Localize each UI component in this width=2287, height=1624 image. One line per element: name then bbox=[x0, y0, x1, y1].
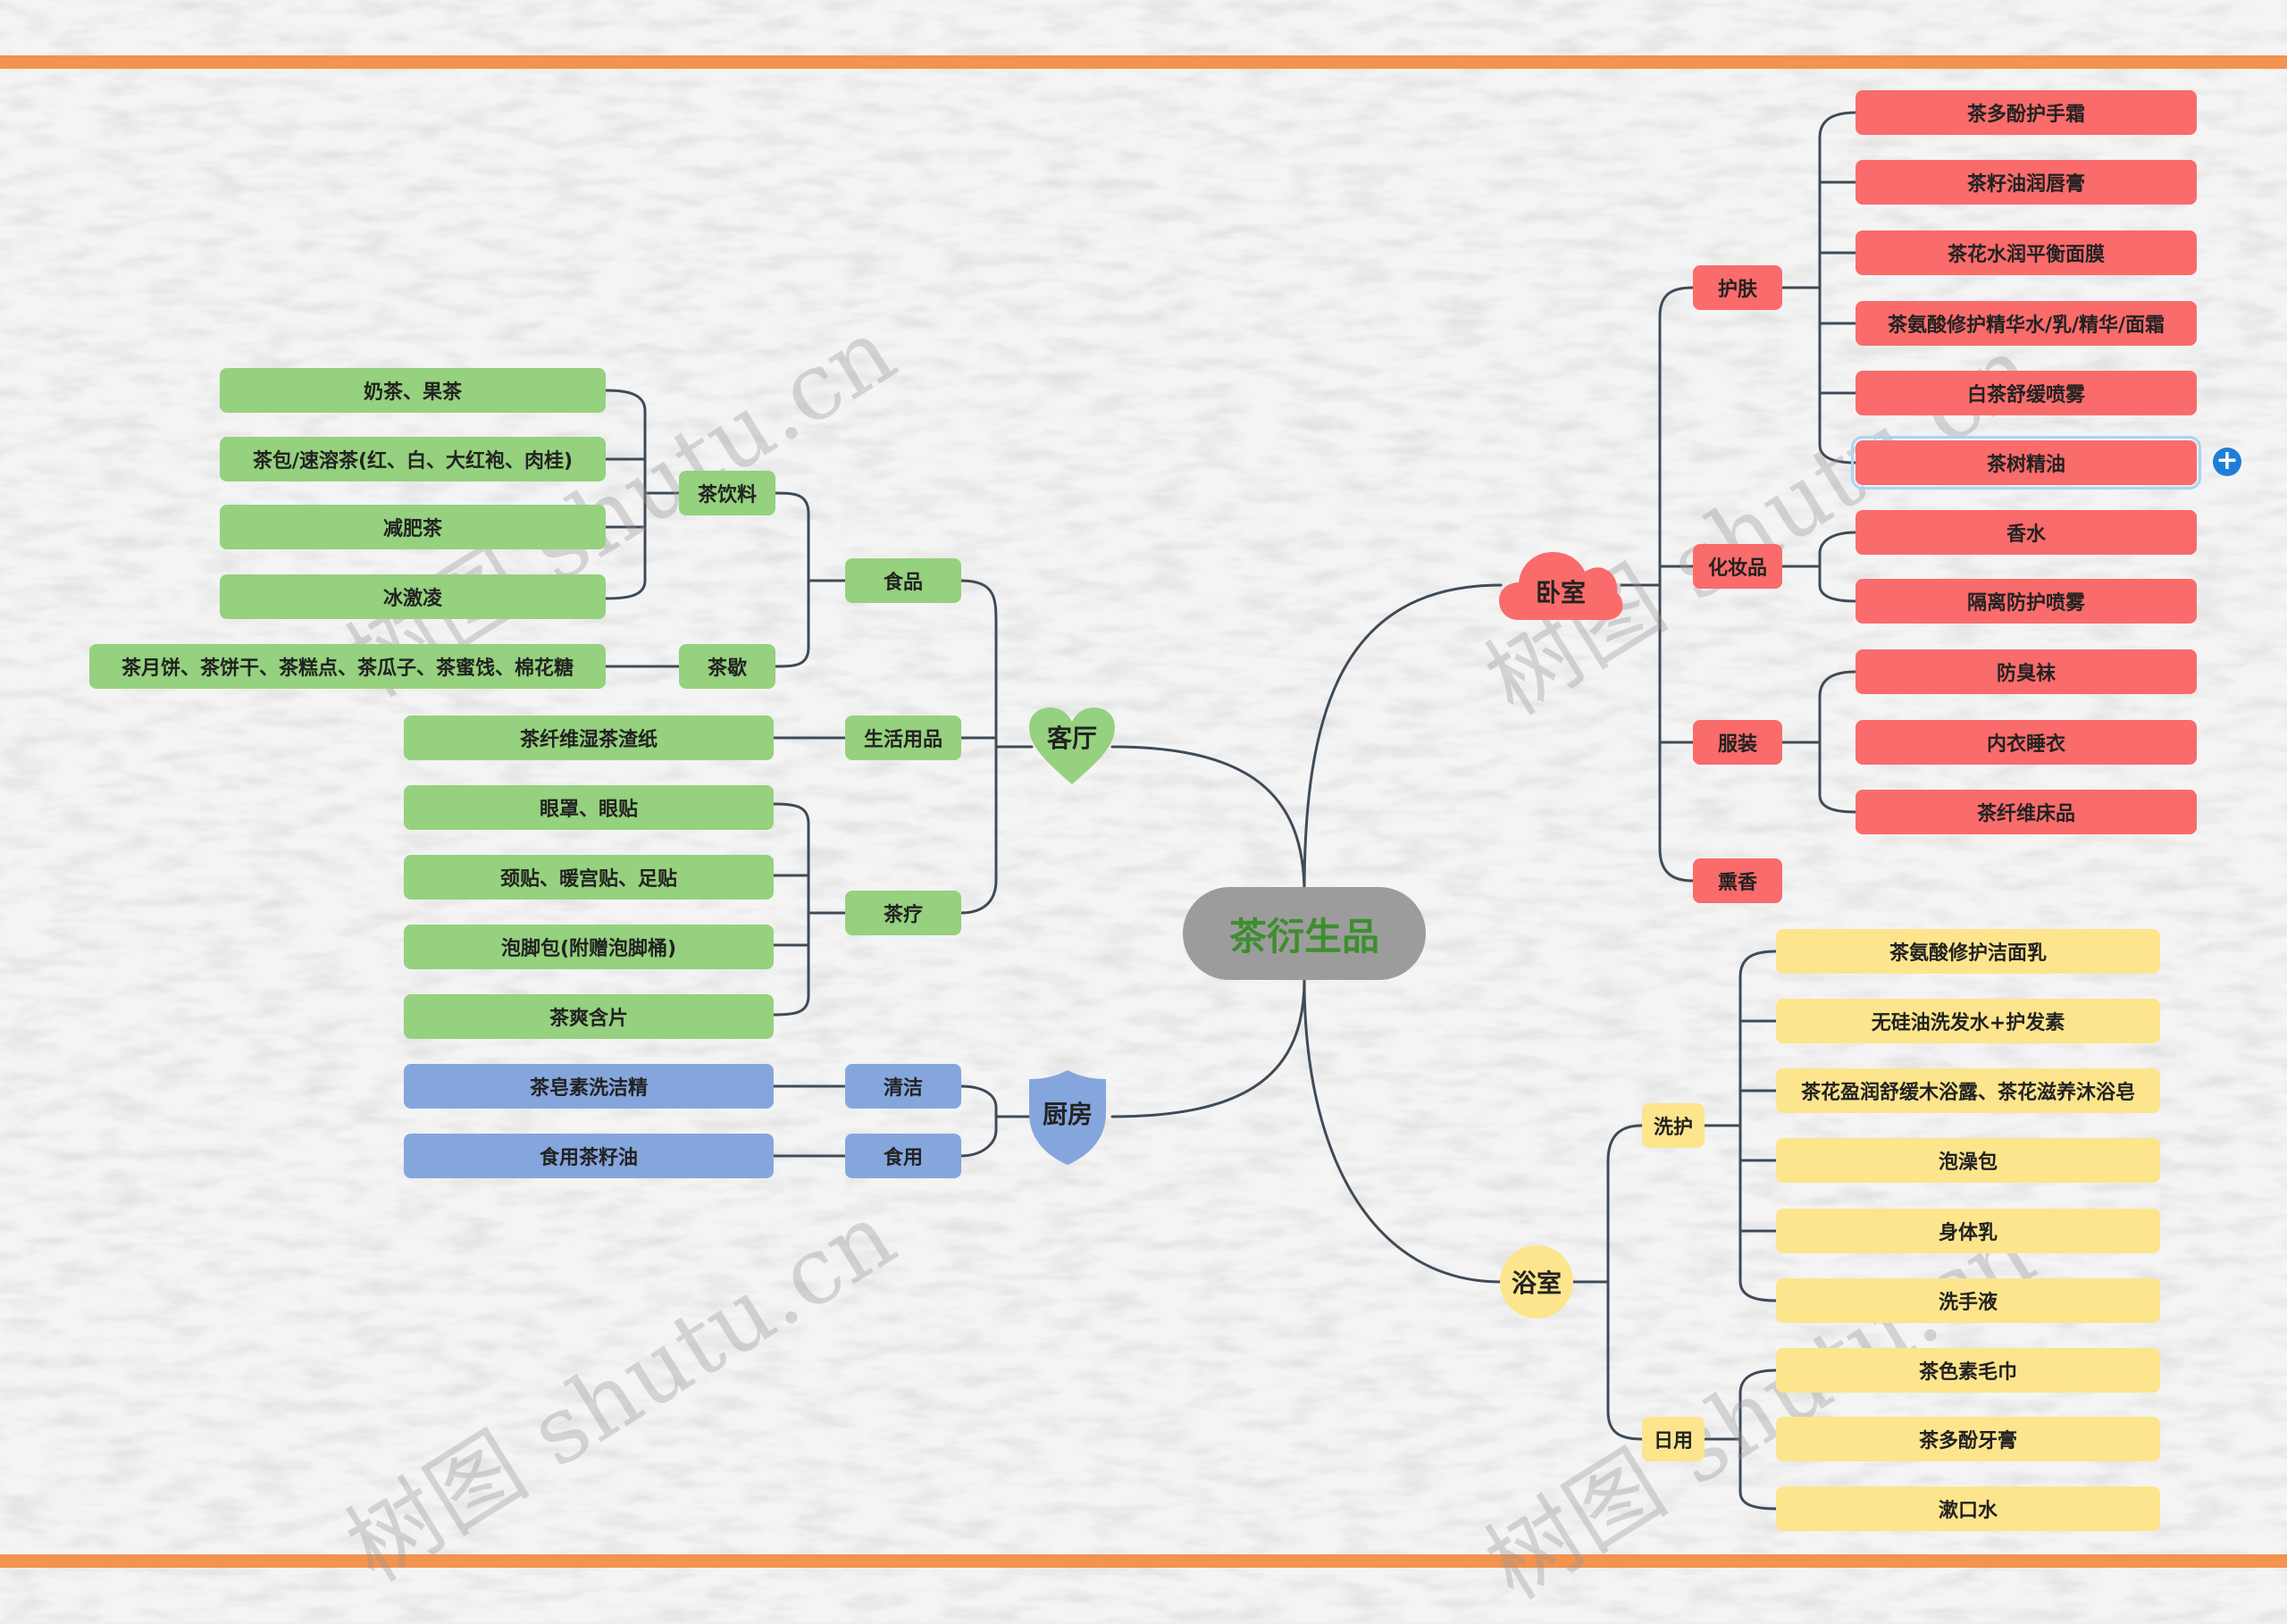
leaf-item[interactable]: 茶籽油润唇膏 bbox=[1856, 160, 2197, 205]
leaf-item[interactable]: 茶纤维湿茶渣纸 bbox=[404, 716, 774, 760]
branch-cosmetics[interactable]: 化妆品 bbox=[1693, 544, 1782, 589]
topic-living-room[interactable]: 客厅 bbox=[1027, 706, 1117, 786]
leaf-item[interactable]: 食用茶籽油 bbox=[404, 1134, 774, 1178]
circle-shape bbox=[1500, 1245, 1573, 1318]
leaf-item[interactable]: 漱口水 bbox=[1776, 1486, 2160, 1531]
leaf-item[interactable]: 茶包/速溶茶(红、白、大红袍、肉桂) bbox=[220, 437, 606, 481]
leaf-item[interactable]: 眼罩、眼贴 bbox=[404, 785, 774, 830]
leaf-item[interactable]: 茶皂素洗洁精 bbox=[404, 1064, 774, 1109]
leaf-item[interactable]: 冰激凌 bbox=[220, 574, 606, 619]
branch-incense[interactable]: 熏香 bbox=[1693, 858, 1782, 903]
bottom-stripe bbox=[0, 1554, 2287, 1568]
shield-shape bbox=[1029, 1070, 1106, 1165]
branch-daily-goods[interactable]: 生活用品 bbox=[845, 716, 961, 760]
heart-shape bbox=[1029, 707, 1115, 784]
leaf-item[interactable]: 香水 bbox=[1856, 510, 2197, 555]
topic-label: 客厅 bbox=[1046, 724, 1097, 753]
root-topic[interactable]: 茶衍生品 bbox=[1183, 887, 1426, 980]
branch-tea-break[interactable]: 茶歇 bbox=[679, 644, 775, 689]
leaf-item[interactable]: 茶纤维床品 bbox=[1856, 790, 2197, 834]
leaf-item[interactable]: 茶氨酸修护洁面乳 bbox=[1776, 929, 2160, 974]
topic-label: 厨房 bbox=[1042, 1100, 1093, 1129]
branch-clothing[interactable]: 服装 bbox=[1693, 720, 1782, 765]
leaf-item[interactable]: 茶月饼、茶饼干、茶糕点、茶瓜子、茶蜜饯、棉花糖 bbox=[89, 644, 606, 689]
leaf-item[interactable]: 颈贴、暖宫贴、足贴 bbox=[404, 855, 774, 900]
leaf-item[interactable]: 泡澡包 bbox=[1776, 1138, 2160, 1183]
leaf-item[interactable]: 茶花盈润舒缓木浴露、茶花滋养沐浴皂 bbox=[1776, 1068, 2160, 1113]
cloud-shape bbox=[1499, 552, 1623, 620]
leaf-item[interactable]: 茶氨酸修护精华水/乳/精华/面霜 bbox=[1856, 301, 2197, 346]
leaf-item[interactable]: 茶色素毛巾 bbox=[1776, 1348, 2160, 1393]
topic-label: 卧室 bbox=[1535, 578, 1586, 607]
branch-cleaning[interactable]: 清洁 bbox=[845, 1064, 961, 1109]
leaf-item[interactable]: 泡脚包(附赠泡脚桶) bbox=[404, 925, 774, 969]
leaf-item[interactable]: 白茶舒缓喷雾 bbox=[1856, 371, 2197, 415]
leaf-item[interactable]: 奶茶、果茶 bbox=[220, 368, 606, 413]
leaf-item[interactable]: 茶多酚护手霜 bbox=[1856, 90, 2197, 135]
topic-label: 浴室 bbox=[1511, 1268, 1562, 1298]
leaf-item[interactable]: 减肥茶 bbox=[220, 505, 606, 549]
top-stripe bbox=[0, 55, 2287, 69]
branch-wash-care[interactable]: 洗护 bbox=[1642, 1103, 1705, 1148]
branch-tea-therapy[interactable]: 茶疗 bbox=[845, 891, 961, 935]
branch-tea-drinks[interactable]: 茶饮料 bbox=[679, 471, 775, 515]
leaf-item[interactable]: 隔离防护喷雾 bbox=[1856, 579, 2197, 624]
leaf-item[interactable]: 茶多酚牙膏 bbox=[1776, 1417, 2160, 1461]
topic-bathroom[interactable]: 浴室 bbox=[1499, 1244, 1574, 1319]
leaf-item[interactable]: 茶爽含片 bbox=[404, 994, 774, 1039]
leaf-item[interactable]: 内衣睡衣 bbox=[1856, 720, 2197, 765]
branch-skincare[interactable]: 护肤 bbox=[1693, 265, 1782, 310]
branch-daily-use[interactable]: 日用 bbox=[1642, 1417, 1705, 1461]
branch-food[interactable]: 食品 bbox=[845, 558, 961, 603]
leaf-item[interactable]: 洗手液 bbox=[1776, 1278, 2160, 1323]
leaf-item[interactable]: 无硅油洗发水+护发素 bbox=[1776, 999, 2160, 1043]
leaf-item[interactable]: 身体乳 bbox=[1776, 1209, 2160, 1253]
leaf-item[interactable]: 防臭袜 bbox=[1856, 649, 2197, 694]
topic-bedroom[interactable]: 卧室 bbox=[1497, 545, 1624, 622]
leaf-item[interactable]: 茶花水润平衡面膜 bbox=[1856, 230, 2197, 275]
topic-kitchen[interactable]: 厨房 bbox=[1027, 1068, 1108, 1167]
branch-edible[interactable]: 食用 bbox=[845, 1134, 961, 1178]
plus-icon[interactable]: + bbox=[2213, 448, 2241, 476]
leaf-item-selected[interactable]: 茶树精油 bbox=[1851, 436, 2201, 490]
